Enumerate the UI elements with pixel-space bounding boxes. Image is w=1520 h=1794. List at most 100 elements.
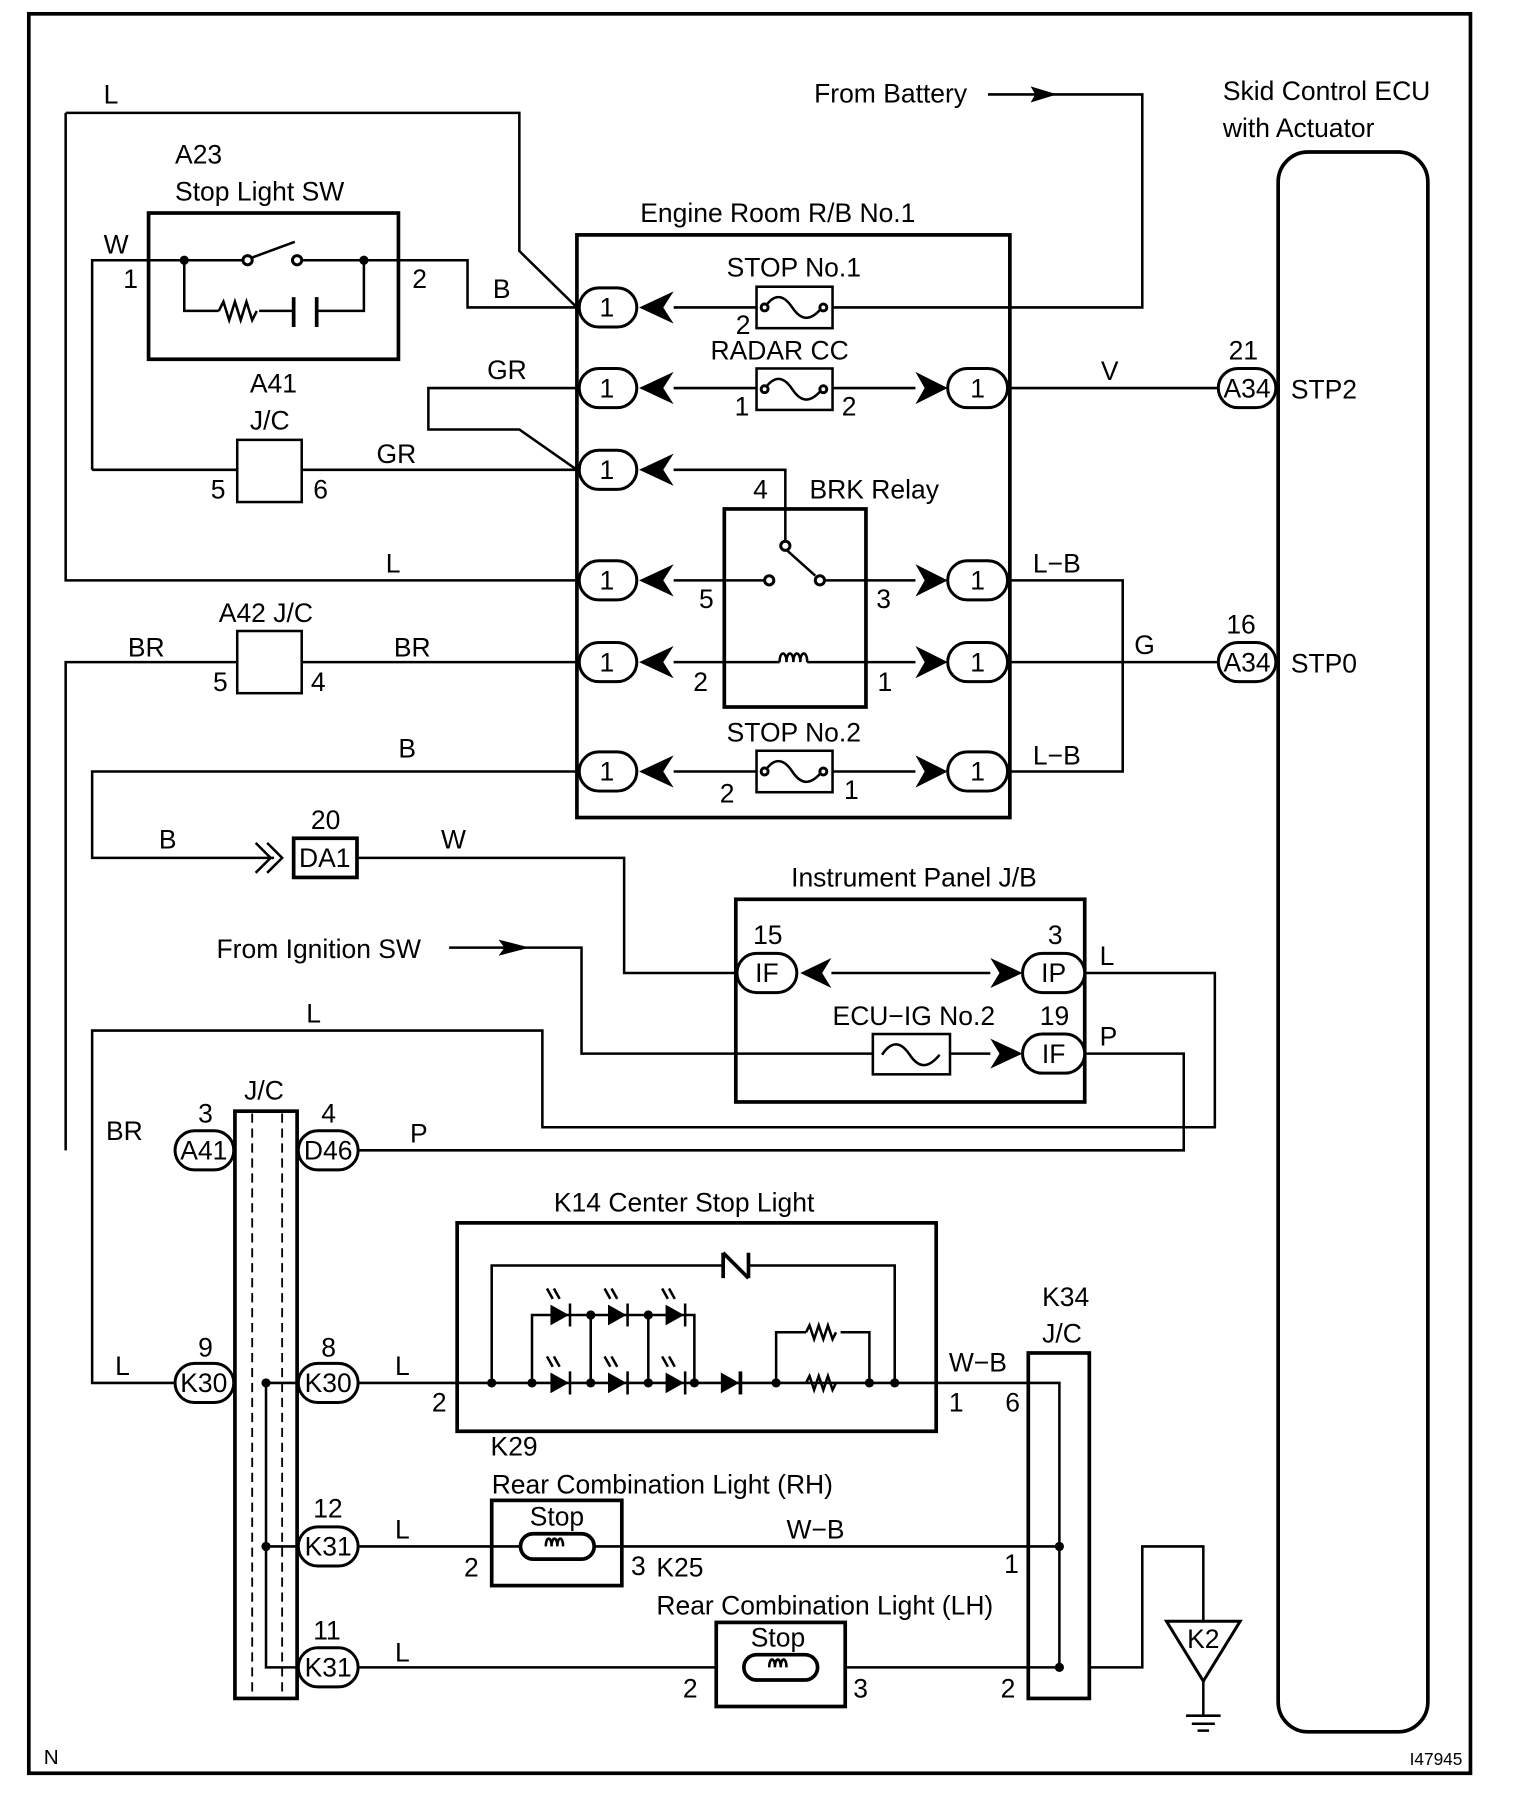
stp2-terminal: STP2	[1291, 374, 1357, 404]
wire-color-label: G	[1134, 630, 1155, 660]
ecu-wires	[1009, 386, 1219, 773]
rear-combination-light-lh: Rear Combination Light (LH) Stop 2 3	[358, 1590, 993, 1709]
fuse-stop-no1	[755, 285, 834, 330]
led-light-icon	[661, 1287, 687, 1327]
jc-bar: J/C A41 3 D46 4 K30 9 K30 8 K31 12 K31 1…	[173, 1076, 458, 1701]
terminal-label: 1	[599, 757, 614, 787]
a42-junction-connector: A42 J/C 5 4 BR BR	[64, 598, 577, 1151]
component-title: Rear Combination Light (LH)	[656, 1590, 993, 1620]
resistor-icon	[217, 297, 258, 325]
wire-color-label: L	[104, 80, 119, 110]
wire-color-label: L	[1100, 941, 1115, 971]
terminal-label: 1	[599, 373, 614, 403]
a41-connector	[173, 1129, 236, 1172]
rear-combination-light-rh: Rear Combination Light (RH) Stop 2 3 K25	[358, 1469, 833, 1588]
arrow-icon	[639, 371, 674, 405]
pin-label: 16	[1226, 609, 1255, 639]
stp0-terminal: STP0	[1291, 648, 1357, 678]
wire-color-label: W	[441, 825, 466, 855]
pin-label: 2	[736, 310, 751, 340]
pin-label: 1	[844, 775, 859, 805]
relay-block-title: Engine Room R/B No.1	[640, 198, 915, 228]
terminal-label: 1	[970, 647, 985, 677]
diode-n-icon	[721, 1251, 751, 1280]
fuse-label: RADAR CC	[710, 335, 848, 365]
component-name: J/C	[244, 1076, 284, 1106]
terminal-label: 1	[970, 757, 985, 787]
led-icon	[608, 1372, 627, 1394]
terminal-label: 1	[599, 455, 614, 485]
capacitor-icon	[291, 297, 319, 328]
ecu-title: Skid Control ECU	[1223, 76, 1430, 106]
bulb-label: Stop	[751, 1623, 805, 1653]
center-stop-light: K14 Center Stop Light N 2 1 K29	[432, 1187, 964, 1461]
led-icon	[665, 1304, 685, 1326]
wire-color-label: BR	[106, 1116, 143, 1146]
wire-color-label: B	[159, 825, 177, 855]
rb-terminal-left	[577, 366, 639, 410]
led-light-icon	[603, 1287, 629, 1327]
pin-label: 3	[876, 584, 891, 614]
pin-label: 8	[321, 1332, 336, 1362]
corner-mark: N	[44, 1746, 59, 1769]
figure-id: I47945	[1410, 1749, 1463, 1769]
fuse-label: STOP No.2	[727, 718, 861, 748]
arrow-icon	[639, 564, 674, 597]
rb-terminal-left	[577, 559, 639, 602]
connector-label: IF	[755, 958, 779, 988]
pin-label: 2	[720, 779, 735, 809]
pin-label: 9	[198, 1332, 213, 1362]
arrow-icon	[915, 755, 948, 788]
wire-color-label: W	[104, 229, 129, 259]
component-name: Stop Light SW	[175, 176, 344, 206]
arrow-icon	[639, 453, 674, 486]
wire-color-label: L−B	[1033, 548, 1081, 578]
arrow-icon	[915, 564, 948, 597]
component-code: K29	[491, 1431, 538, 1461]
relay-label: BRK Relay	[810, 475, 940, 505]
led-light-icon	[603, 1355, 629, 1395]
led-icon	[550, 1304, 569, 1326]
led-icon	[550, 1372, 569, 1394]
wire-color-label: GR	[377, 439, 417, 469]
ground-k2: K2	[1089, 1545, 1243, 1732]
component-title: K14 Center Stop Light	[554, 1187, 815, 1217]
l-p-wires	[90, 971, 1217, 1385]
diagram-frame	[26, 11, 1473, 1776]
skid-control-ecu: Skid Control ECU with Actuator A34 21 ST…	[1216, 76, 1430, 1734]
pin-label: 19	[1040, 1001, 1069, 1031]
wire-color-label: L	[395, 1638, 410, 1668]
arrow-icon	[639, 291, 674, 324]
pin-label: 3	[198, 1099, 213, 1129]
pin-label: 6	[1005, 1388, 1020, 1418]
a41-junction-connector: A41 J/C 5 6 GR GR	[92, 355, 578, 505]
k30-connector-8	[296, 1361, 360, 1404]
wire-color-label: P	[410, 1118, 428, 1148]
b-w-wire	[90, 770, 737, 975]
resistor-icon	[804, 1321, 838, 1394]
wire-color-label: B	[398, 734, 416, 764]
wire-color-label: W−B	[786, 1514, 844, 1544]
fuse-stop-no2	[755, 749, 834, 794]
pin-label: 2	[412, 264, 427, 294]
connector-label: D46	[304, 1136, 353, 1166]
connector-label: A34	[1224, 373, 1271, 403]
component-title: Rear Combination Light (RH)	[492, 1469, 833, 1499]
wire-color-label: L	[395, 1514, 410, 1544]
connector-label: A41	[180, 1136, 227, 1166]
terminal-label: 1	[970, 566, 985, 596]
pin-label: 4	[753, 475, 768, 505]
led-light-icon	[661, 1355, 687, 1395]
wire-color-label: BR	[128, 632, 165, 662]
pin-label: 2	[1001, 1673, 1016, 1703]
instrument-panel-jb: Instrument Panel J/B IF 15 IP 3 ECU−IG N…	[449, 863, 1087, 1104]
pin-label: 3	[1048, 920, 1063, 950]
led-array	[545, 1287, 687, 1395]
k34-junction-connector: K34 J/C 6 1 2	[621, 1282, 1092, 1703]
terminal-label: 1	[599, 647, 614, 677]
from-ignition-label: From Ignition SW	[217, 934, 421, 964]
pin-label: 2	[842, 392, 857, 422]
battery-wire	[832, 93, 1144, 309]
